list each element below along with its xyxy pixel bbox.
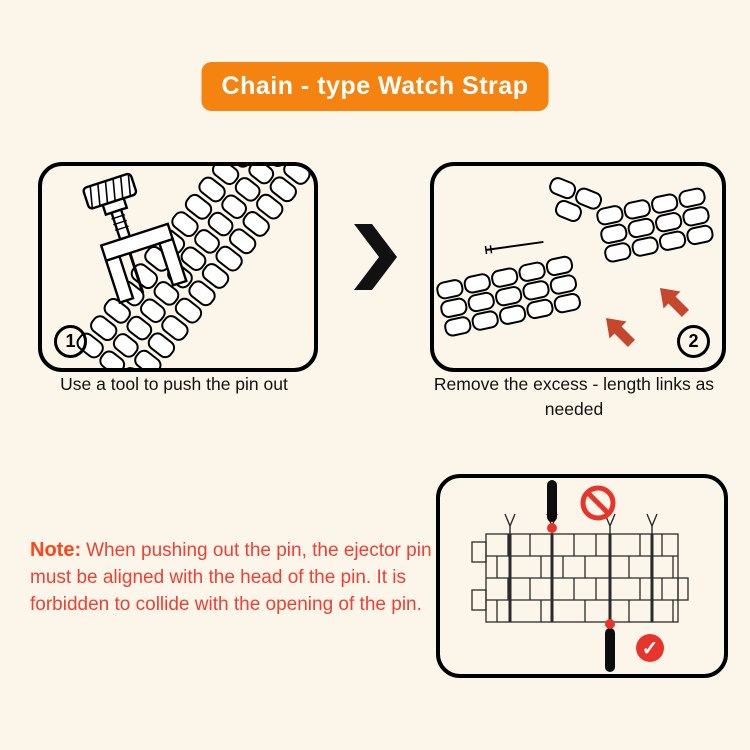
note-text: When pushing out the pin, the ejector pi… bbox=[30, 540, 432, 615]
step2-number: 2 bbox=[688, 331, 699, 351]
note-block: Note:When pushing out the pin, the eject… bbox=[30, 536, 470, 619]
step1-number: 1 bbox=[65, 331, 76, 351]
check-glyph: ✓ bbox=[642, 638, 659, 660]
step1-panel: 1 bbox=[38, 162, 318, 372]
remove-links-illustration bbox=[435, 177, 715, 347]
push-tool-top-icon bbox=[547, 480, 557, 522]
separated-links-illustration bbox=[435, 177, 715, 338]
title-banner: Chain - type Watch Strap bbox=[201, 62, 549, 111]
check-icon: ✓ bbox=[636, 634, 664, 662]
pin-alignment-detail-panel: ✓ bbox=[436, 474, 728, 678]
link-remover-tool-icon bbox=[82, 172, 188, 305]
step1-caption: Use a tool to push the pin out bbox=[60, 374, 288, 394]
note-label: Note: bbox=[30, 539, 82, 561]
step2-number-badge: 2 bbox=[677, 325, 710, 358]
step2-panel: 2 bbox=[430, 162, 726, 372]
step2-caption: Remove the excess - length links as need… bbox=[433, 374, 715, 420]
push-tool-bottom-icon bbox=[605, 628, 615, 672]
band-cross-section-illustration bbox=[471, 533, 689, 623]
contact-point-bottom bbox=[605, 619, 615, 629]
red-arrow-icon bbox=[606, 288, 689, 347]
next-step-chevron-icon bbox=[354, 224, 397, 290]
pin-alignment-diagram: ✓ bbox=[471, 480, 689, 672]
step1-number-badge: 1 bbox=[54, 325, 87, 358]
ejector-pins-illustration bbox=[504, 513, 658, 622]
pin-removal-tool-illustration bbox=[73, 166, 314, 368]
contact-point-top bbox=[547, 523, 557, 533]
page-title: Chain - type Watch Strap bbox=[221, 72, 529, 100]
prohibition-icon bbox=[580, 485, 616, 521]
